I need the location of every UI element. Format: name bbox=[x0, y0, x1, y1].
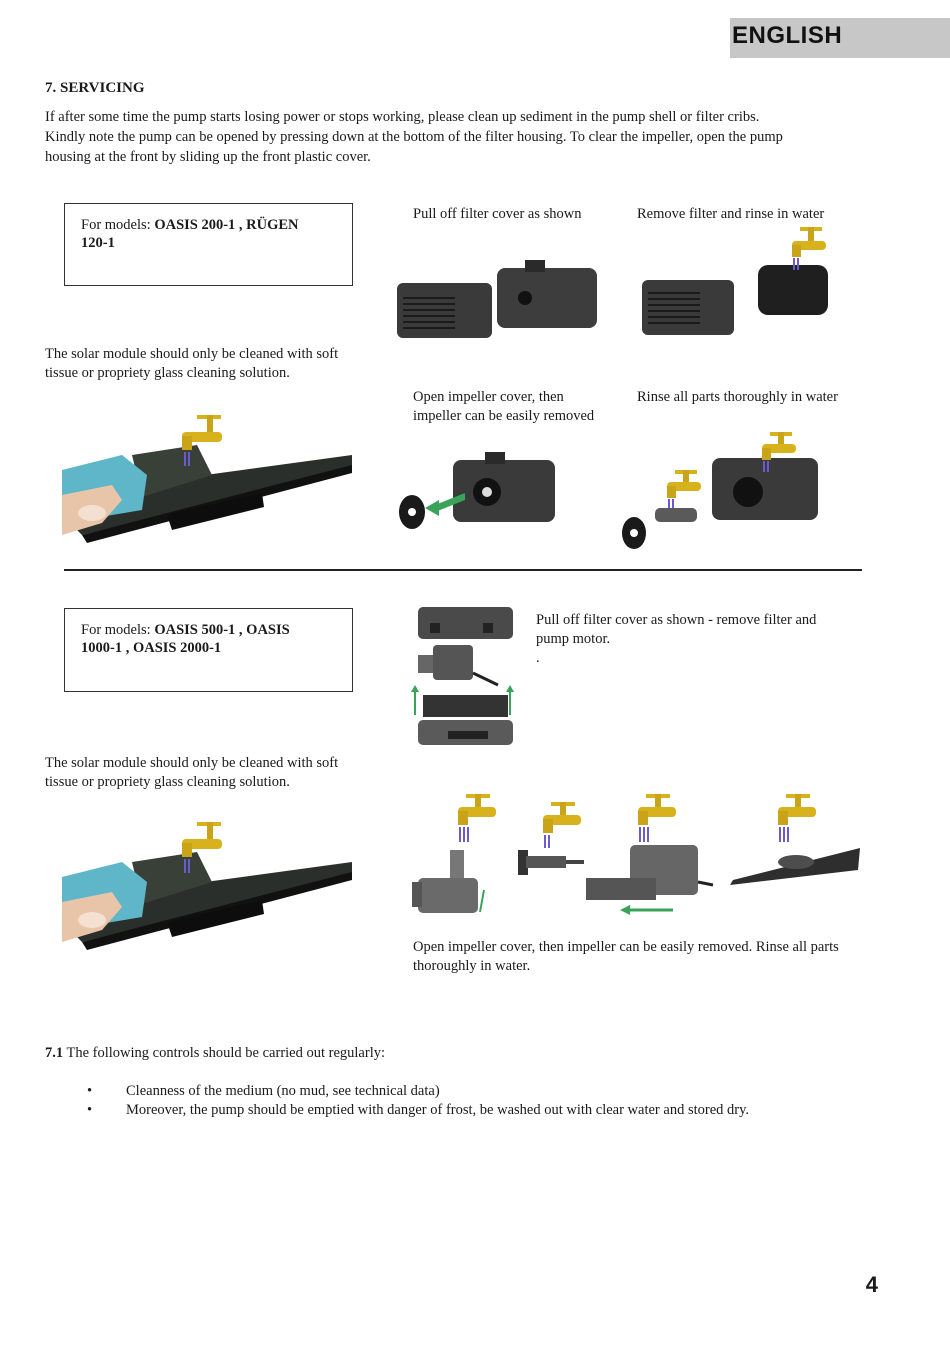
bullet-icon: • bbox=[87, 1083, 93, 1099]
models-names-cont: 120-1 bbox=[81, 235, 115, 251]
step-caption-open-impeller: Open impeller cover, then impeller can b… bbox=[413, 388, 594, 426]
models-box-2: For models: OASIS 500-1 , OASIS 1000-1 ,… bbox=[64, 608, 353, 692]
solar-note-line: The solar module should only be cleaned … bbox=[45, 346, 339, 362]
language-label: ENGLISH bbox=[732, 22, 843, 49]
list-item-text: Cleanness of the medium (no mud, see tec… bbox=[126, 1083, 440, 1099]
caption-line: Open impeller cover, then impeller can b… bbox=[413, 939, 839, 955]
intro-line-2: Kindly note the pump can be opened by pr… bbox=[45, 129, 783, 145]
step-caption-pull-filter: Pull off filter cover as shown bbox=[413, 206, 582, 222]
bullet-icon: • bbox=[87, 1102, 93, 1118]
pump-filter-cover-illustration bbox=[395, 258, 605, 343]
models-names: OASIS 200-1 , RÜGEN bbox=[154, 217, 299, 233]
solar-panel-cleaning-illustration-2 bbox=[62, 812, 362, 962]
filter-rinse-illustration bbox=[640, 225, 840, 340]
list-item: • Cleanness of the medium (no mud, see te… bbox=[45, 1082, 905, 1101]
language-tab: ENGLISH bbox=[730, 18, 950, 58]
step-caption-pull-filter-2: Pull off filter cover as shown - remove … bbox=[536, 611, 896, 668]
step-caption-open-impeller-2: Open impeller cover, then impeller can b… bbox=[413, 938, 903, 976]
caption-line: thoroughly in water. bbox=[413, 958, 531, 974]
solar-note-1: The solar module should only be cleaned … bbox=[45, 345, 385, 383]
exploded-pump-illustration bbox=[408, 605, 523, 755]
rinse-parts-row-illustration bbox=[408, 790, 868, 920]
list-item: • Moreover, the pump should be emptied wi… bbox=[45, 1101, 905, 1120]
intro-line-3: housing at the front by sliding up the f… bbox=[45, 149, 371, 165]
models-names-cont: 1000-1 , OASIS 2000-1 bbox=[81, 640, 222, 656]
models-names: OASIS 500-1 , OASIS bbox=[154, 622, 290, 638]
caption-line: Open impeller cover, then bbox=[413, 389, 564, 405]
models-prefix: For models: bbox=[81, 217, 155, 233]
list-item-text: Moreover, the pump should be emptied wit… bbox=[126, 1102, 750, 1118]
solar-note-2: The solar module should only be cleaned … bbox=[45, 754, 385, 792]
intro-line-1: If after some time the pump starts losin… bbox=[45, 109, 760, 125]
page-number: 4 bbox=[865, 1272, 878, 1297]
controls-list: • Cleanness of the medium (no mud, see te… bbox=[45, 1082, 905, 1120]
caption-line: Pull off filter cover as shown - remove … bbox=[536, 612, 817, 628]
rinse-parts-illustration bbox=[620, 430, 825, 555]
caption-line: . bbox=[536, 650, 540, 666]
controls-heading-number: 7.1 bbox=[45, 1045, 64, 1061]
section-divider bbox=[64, 569, 862, 571]
models-box-1: For models: OASIS 200-1 , RÜGEN 120-1 bbox=[64, 203, 353, 286]
caption-line: pump motor. bbox=[536, 631, 611, 647]
solar-panel-cleaning-illustration-1 bbox=[62, 405, 362, 555]
controls-heading: 7.1 The following controls should be car… bbox=[45, 1044, 385, 1063]
step-caption-rinse-all: Rinse all parts thoroughly in water bbox=[637, 389, 838, 405]
solar-note-line: tissue or propriety glass cleaning solut… bbox=[45, 774, 290, 790]
intro-paragraph: If after some time the pump starts losin… bbox=[45, 107, 925, 167]
section-title: 7. SERVICING bbox=[45, 80, 145, 96]
caption-line: impeller can be easily removed bbox=[413, 408, 595, 424]
models-prefix: For models: bbox=[81, 622, 155, 638]
controls-heading-text: The following controls should be carried… bbox=[63, 1045, 385, 1061]
impeller-removal-illustration bbox=[395, 450, 560, 535]
solar-note-line: tissue or propriety glass cleaning solut… bbox=[45, 365, 290, 381]
solar-note-line: The solar module should only be cleaned … bbox=[45, 755, 339, 771]
step-caption-remove-filter: Remove filter and rinse in water bbox=[637, 206, 825, 222]
